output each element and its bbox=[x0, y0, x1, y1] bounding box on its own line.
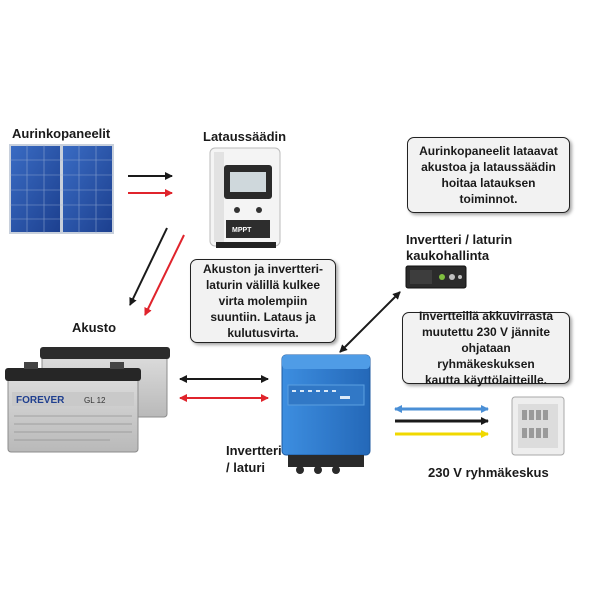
label-inverter-line1: Invertteri bbox=[226, 443, 282, 458]
arrow-controller-to-battery-black bbox=[129, 227, 168, 306]
arrow-controller-to-battery-red bbox=[144, 234, 185, 316]
label-remote-line2: kaukohallinta bbox=[406, 248, 490, 263]
label-solar-panels: Aurinkopaneelit bbox=[12, 126, 111, 141]
charge-controller-image: MPPT bbox=[209, 147, 281, 248]
callout-line: kulutusvirta. bbox=[227, 326, 299, 340]
callout-230v-distribution: Invertteillä akkuvirrasta muutettu 230 V… bbox=[402, 309, 570, 387]
callout-line: suuntiin. Lataus ja bbox=[210, 310, 316, 324]
battery-image: FOREVER GL 12 bbox=[5, 347, 170, 453]
label-distribution-panel: 230 V ryhmäkeskus bbox=[428, 465, 549, 480]
inverter-image bbox=[281, 354, 371, 474]
controller-badge: MPPT bbox=[232, 227, 252, 234]
callout-line: virta molempiin bbox=[218, 294, 308, 308]
callout-line: toiminnot. bbox=[459, 192, 518, 206]
distribution-panel-image bbox=[511, 396, 565, 456]
callout-line: akustoa ja lataussäädin bbox=[421, 160, 556, 174]
remote-control-image bbox=[405, 265, 467, 289]
callout-line: Aurinkopaneelit lataavat bbox=[419, 144, 558, 158]
callout-line: muutettu 230 V jännite bbox=[421, 325, 551, 339]
callout-line: Invertteillä akkuvirrasta bbox=[418, 309, 554, 323]
callout-line: hoitaa latauksen bbox=[441, 176, 536, 190]
solar-panel-image bbox=[9, 144, 114, 234]
arrow-inverter-remote bbox=[339, 291, 401, 353]
battery-model: GL 12 bbox=[84, 396, 106, 405]
callout-line: laturin välillä kulkee bbox=[205, 278, 321, 292]
label-charge-controller: Lataussäädin bbox=[203, 129, 287, 144]
callout-line: kautta käyttölaitteille. bbox=[424, 373, 548, 387]
callout-line: ohjataan ryhmäkeskuksen bbox=[437, 341, 535, 371]
callout-solar-charging: Aurinkopaneelit lataavat akustoa ja lata… bbox=[407, 137, 570, 213]
label-inverter-line2: / laturi bbox=[226, 460, 266, 475]
callout-line: Akuston ja invertteri- bbox=[202, 262, 324, 276]
label-battery: Akusto bbox=[72, 320, 117, 335]
callout-bidirectional-current: Akuston ja invertteri- laturin välillä k… bbox=[190, 259, 336, 343]
label-remote-line1: Invertteri / laturin bbox=[406, 232, 513, 247]
battery-brand: FOREVER bbox=[16, 395, 65, 406]
